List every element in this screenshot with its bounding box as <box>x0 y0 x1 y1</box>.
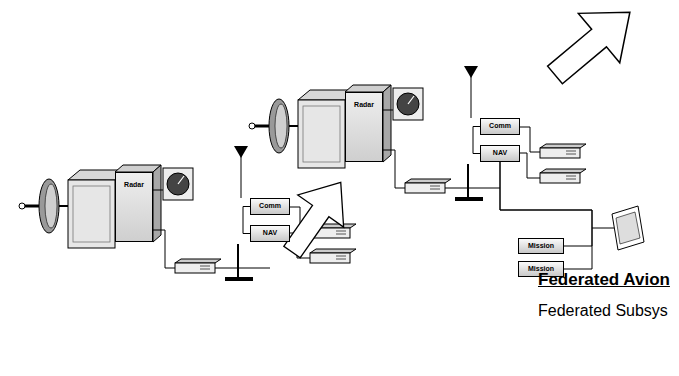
wire <box>592 228 614 229</box>
avionics-box: NAV <box>480 145 520 162</box>
avionics-box: NAV <box>250 225 290 242</box>
radar-unit: Radar <box>115 172 153 242</box>
upper-federated-system <box>249 66 586 201</box>
box-label: Radar <box>354 101 374 109</box>
mission-display-screen <box>616 212 640 244</box>
subtitle-text: Federated Subsys <box>538 302 668 320</box>
avionics-box: Comm <box>480 118 520 135</box>
box-label: Mission <box>528 242 554 250</box>
hollow-arrow <box>269 166 364 268</box>
bus-wire <box>500 162 592 246</box>
avionics-box: Mission <box>518 238 564 254</box>
box-label: Radar <box>124 181 144 189</box>
hollow-arrow <box>534 0 650 100</box>
avionics-box: Comm <box>250 198 290 215</box>
radar-unit: Radar <box>345 92 383 162</box>
box-label: NAV <box>493 149 507 157</box>
bus-wire <box>243 207 250 234</box>
diagram-title: Federated Avion <box>538 270 670 290</box>
mission-display <box>612 206 644 250</box>
bus-wire <box>473 127 480 154</box>
lower-federated-system <box>19 146 356 281</box>
box-label: Comm <box>259 202 281 210</box>
box-label: NAV <box>263 229 277 237</box>
bus-wire <box>500 162 592 269</box>
box-label: Comm <box>489 122 511 130</box>
